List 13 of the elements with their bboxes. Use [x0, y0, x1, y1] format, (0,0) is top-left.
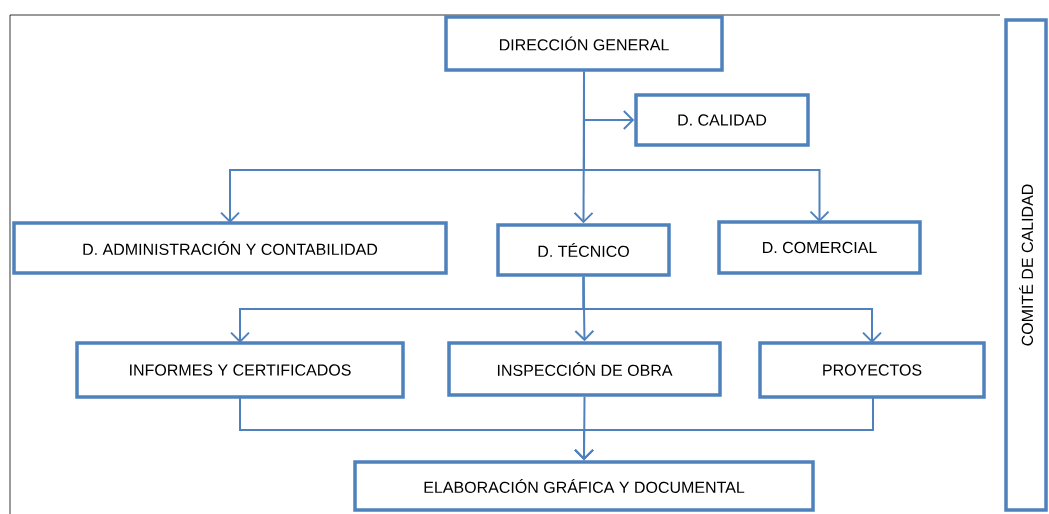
department-box: ELABORACIÓN GRÁFICA Y DOCUMENTAL	[353, 460, 815, 512]
department-box: D. TÉCNICO	[496, 223, 671, 277]
arrow	[582, 275, 882, 343]
department-box: INSPECCIÓN DE OBRA	[447, 341, 722, 397]
org-box: DIRECCIÓN GENERAL	[444, 15, 724, 72]
department-box: D. ADMINISTRACIÓN Y CONTABILIDAD	[12, 221, 448, 275]
department-box: D. COMERCIAL	[717, 220, 922, 275]
committee-box: COMITÉ DE CALIDAD	[1004, 18, 1048, 512]
department-box: PROYECTOS	[758, 341, 986, 399]
arrow	[583, 70, 830, 222]
department-box: D. CALIDAD	[634, 93, 810, 147]
arrow	[574, 396, 874, 461]
department-box: INFORMES Y CERTIFICADOS	[75, 341, 405, 399]
